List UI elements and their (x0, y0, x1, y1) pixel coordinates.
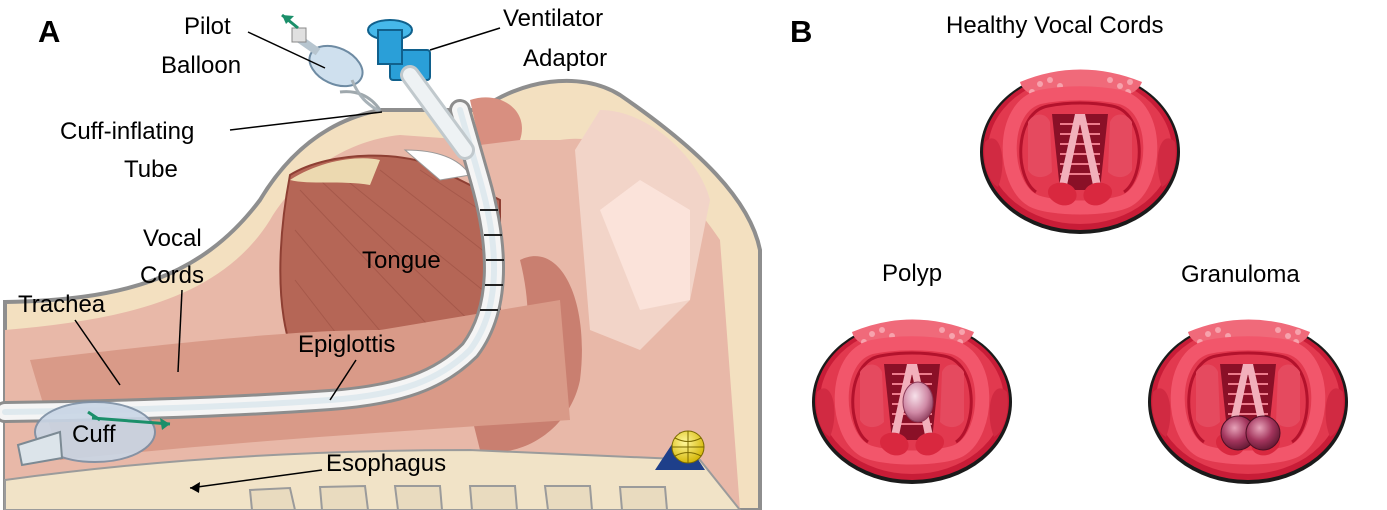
healthy-vocal-cords-title: Healthy Vocal Cords (946, 12, 1163, 39)
polyp-larynx-image (812, 320, 1012, 485)
epiglottis-label: Epiglottis (298, 331, 395, 358)
cuff-label: Cuff (72, 421, 116, 448)
trachea-label: Trachea (18, 291, 106, 318)
polyp-growth (903, 382, 933, 422)
esophagus-label: Esophagus (326, 450, 446, 477)
panel-b-letter: B (790, 14, 812, 49)
panel-b: B Healthy Vocal Cords Polyp Granuloma (790, 12, 1348, 484)
cuff-inflating-tube-label-line1: Cuff-inflating (60, 118, 194, 145)
ventilator-adaptor-label-line1: Ventilator (503, 5, 603, 32)
pilot-balloon-label-line2: Balloon (161, 52, 241, 79)
panel-a: A Pilot Balloon Ventilator Adaptor Cuff-… (0, 5, 760, 510)
polyp-title: Polyp (882, 260, 942, 287)
healthy-larynx-image (980, 70, 1180, 235)
granuloma-growth-right (1246, 416, 1280, 450)
granuloma-title: Granuloma (1181, 261, 1300, 288)
panel-a-letter: A (38, 14, 60, 49)
granuloma-larynx-image (1148, 320, 1348, 485)
ventilator-adaptor-label-line2: Adaptor (523, 45, 607, 72)
cuff-inflating-tube-label-line2: Tube (124, 156, 178, 183)
vocal-cords-label-line2: Cords (140, 262, 204, 289)
tongue-label: Tongue (362, 247, 441, 274)
vocal-cords-label-line1: Vocal (143, 225, 202, 252)
pilot-balloon-label-line1: Pilot (184, 13, 231, 40)
